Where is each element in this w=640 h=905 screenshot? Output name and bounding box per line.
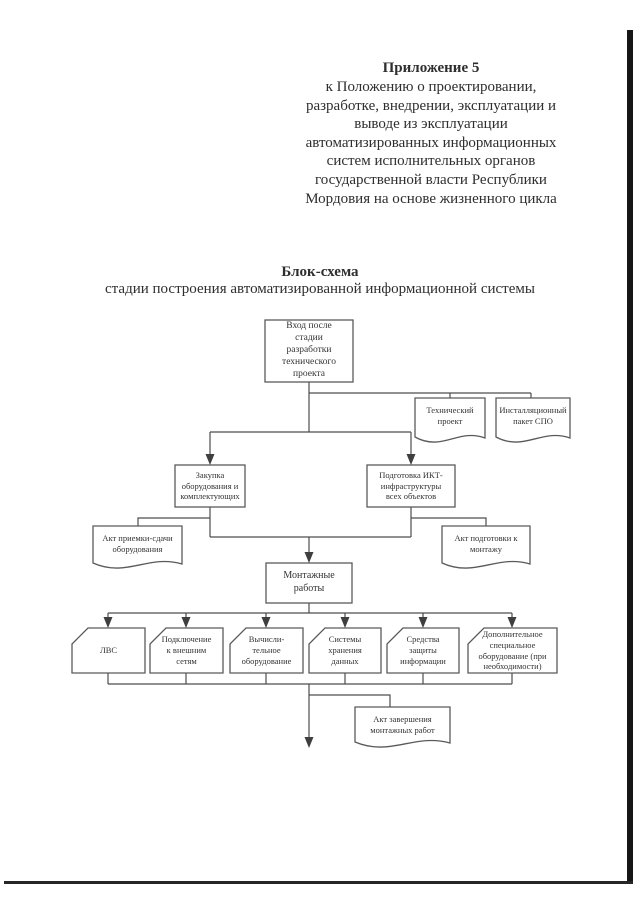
connector-card-returns <box>107 673 513 684</box>
entry-box-label: Вход после стадии разработки техническог… <box>282 321 336 379</box>
card-infosec-shape <box>386 627 460 674</box>
connector-to-act-acceptance <box>137 517 210 528</box>
diagram-subtitle: стадии построения автоматизированной инф… <box>105 281 535 297</box>
connector-lines <box>107 382 532 738</box>
doc-install-package-shape <box>495 397 571 443</box>
card-external-networks-label: Подключение к внешним сетям <box>161 634 212 666</box>
ikt-prep-box-shape <box>366 464 456 508</box>
card-additional-label: Дополнительное специальное оборудование … <box>478 628 547 672</box>
node-shapes <box>71 319 571 748</box>
card-storage-label: Системы хранения данных <box>328 634 362 666</box>
entry-box-shape <box>264 319 354 383</box>
purchase-box-shape <box>174 464 246 508</box>
arrow-into-storage <box>340 617 350 628</box>
connector-to-act-completion <box>309 694 391 709</box>
scan-edge-bottom <box>4 881 633 884</box>
doc-act-completion-shape <box>354 706 451 748</box>
card-storage-shape <box>308 627 382 674</box>
arrow-into-ikt-prep <box>406 454 416 465</box>
doc-act-montage-prep-label: Акт подготовки к монтажу <box>454 533 518 554</box>
arrow-into-computing <box>261 617 271 628</box>
doc-tech-project-shape <box>414 397 486 443</box>
arrow-into-purchase <box>205 454 215 465</box>
doc-act-completion-label: Акт завершения монтажных работ <box>370 714 435 735</box>
card-computing-shape <box>229 627 304 674</box>
doc-install-package-label: Инсталляционный пакет СПО <box>499 405 567 426</box>
card-lvs-shape <box>71 627 146 674</box>
ikt-prep-box-label: Подготовка ИКТ- инфраструктуры всех объе… <box>379 469 443 502</box>
arrow-exit-bottom <box>304 737 314 748</box>
card-additional-shape <box>467 627 558 674</box>
diagram-title: Блок-схема <box>281 264 359 280</box>
purchase-box-label: Закупка оборудования и комплектующих <box>180 469 240 502</box>
card-lvs-label: ЛВС <box>99 645 118 656</box>
card-infosec-label: Средства защиты информации <box>400 634 446 666</box>
montage-box-label: Монтажные работы <box>283 570 335 594</box>
doc-act-montage-prep-shape <box>441 525 531 569</box>
appendix-subtitle: к Положению о проектировании, разработке… <box>305 79 557 207</box>
appendix-title: Приложение 5 <box>382 60 480 76</box>
montage-box-shape <box>265 562 353 604</box>
appendix-header: Приложение 5 к Положению о проектировани… <box>250 58 612 208</box>
connector-to-act-montage-prep <box>411 517 487 528</box>
doc-tech-project-label: Технический проект <box>426 405 474 426</box>
scan-edge-right <box>627 30 633 883</box>
connector-card-stubs <box>107 613 513 618</box>
arrow-into-additional <box>507 617 517 628</box>
arrow-into-external-networks <box>181 617 191 628</box>
doc-act-acceptance-shape <box>92 525 183 569</box>
arrowheads <box>103 454 517 748</box>
card-computing-label: Вычисли- тельное оборудование <box>241 634 292 666</box>
arrow-into-montage <box>304 552 314 563</box>
arrow-into-lvs <box>103 617 113 628</box>
diagram-title-block: Блок-схема стадии построения автоматизир… <box>0 264 640 298</box>
arrow-into-infosec <box>418 617 428 628</box>
card-external-networks-shape <box>149 627 224 674</box>
doc-act-acceptance-label: Акт приемки-сдачи оборудования <box>102 533 173 554</box>
